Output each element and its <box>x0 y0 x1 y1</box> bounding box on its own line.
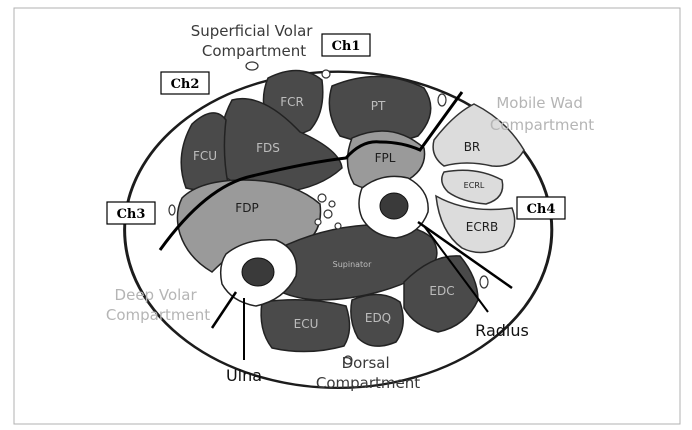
compartment-label-mobile-wad: Mobile Wad Compartment <box>490 94 594 134</box>
muscle-label-supinator: Supinator <box>333 260 372 269</box>
muscle-label-fcr: FCR <box>280 95 304 109</box>
muscle-label-fcu: FCU <box>193 149 217 163</box>
muscle-label-fds: FDS <box>256 141 280 155</box>
svg-text:Ch4: Ch4 <box>527 202 556 217</box>
muscle-label-ecrb: ECRB <box>466 220 499 234</box>
compartment-divider-deep-volar <box>212 292 236 328</box>
radius-marrow <box>380 193 408 219</box>
bone-label-ulna: Ulna <box>226 366 262 385</box>
muscle-label-pt: PT <box>371 99 386 113</box>
muscle-label-edc: EDC <box>429 284 454 298</box>
muscle-label-edq: EDQ <box>365 311 391 325</box>
muscle-label-ecrl: ECRL <box>464 181 485 190</box>
channel-label-ch4: Ch4 <box>517 197 565 219</box>
channel-label-ch3: Ch3 <box>107 202 155 224</box>
bone-label-radius: Radius <box>475 321 529 340</box>
compartment-label-deep-volar: Deep Volar Compartment <box>106 286 210 324</box>
svg-text:Ch2: Ch2 <box>171 77 200 92</box>
muscle-label-fpl: FPL <box>375 151 396 165</box>
compartment-label-superficial-volar: Superficial Volar Compartment <box>191 22 318 60</box>
channel-label-ch1: Ch1 <box>322 34 370 56</box>
svg-text:Ch3: Ch3 <box>117 207 146 222</box>
muscle-label-ecu: ECU <box>294 317 319 331</box>
svg-text:Ch1: Ch1 <box>332 39 361 54</box>
ulna-marrow <box>242 258 274 286</box>
compartment-label-dorsal: Dorsal Compartment <box>316 354 420 392</box>
muscle-label-fdp: FDP <box>235 201 258 215</box>
channel-label-ch2: Ch2 <box>161 72 209 94</box>
muscle-label-br: BR <box>464 140 481 154</box>
